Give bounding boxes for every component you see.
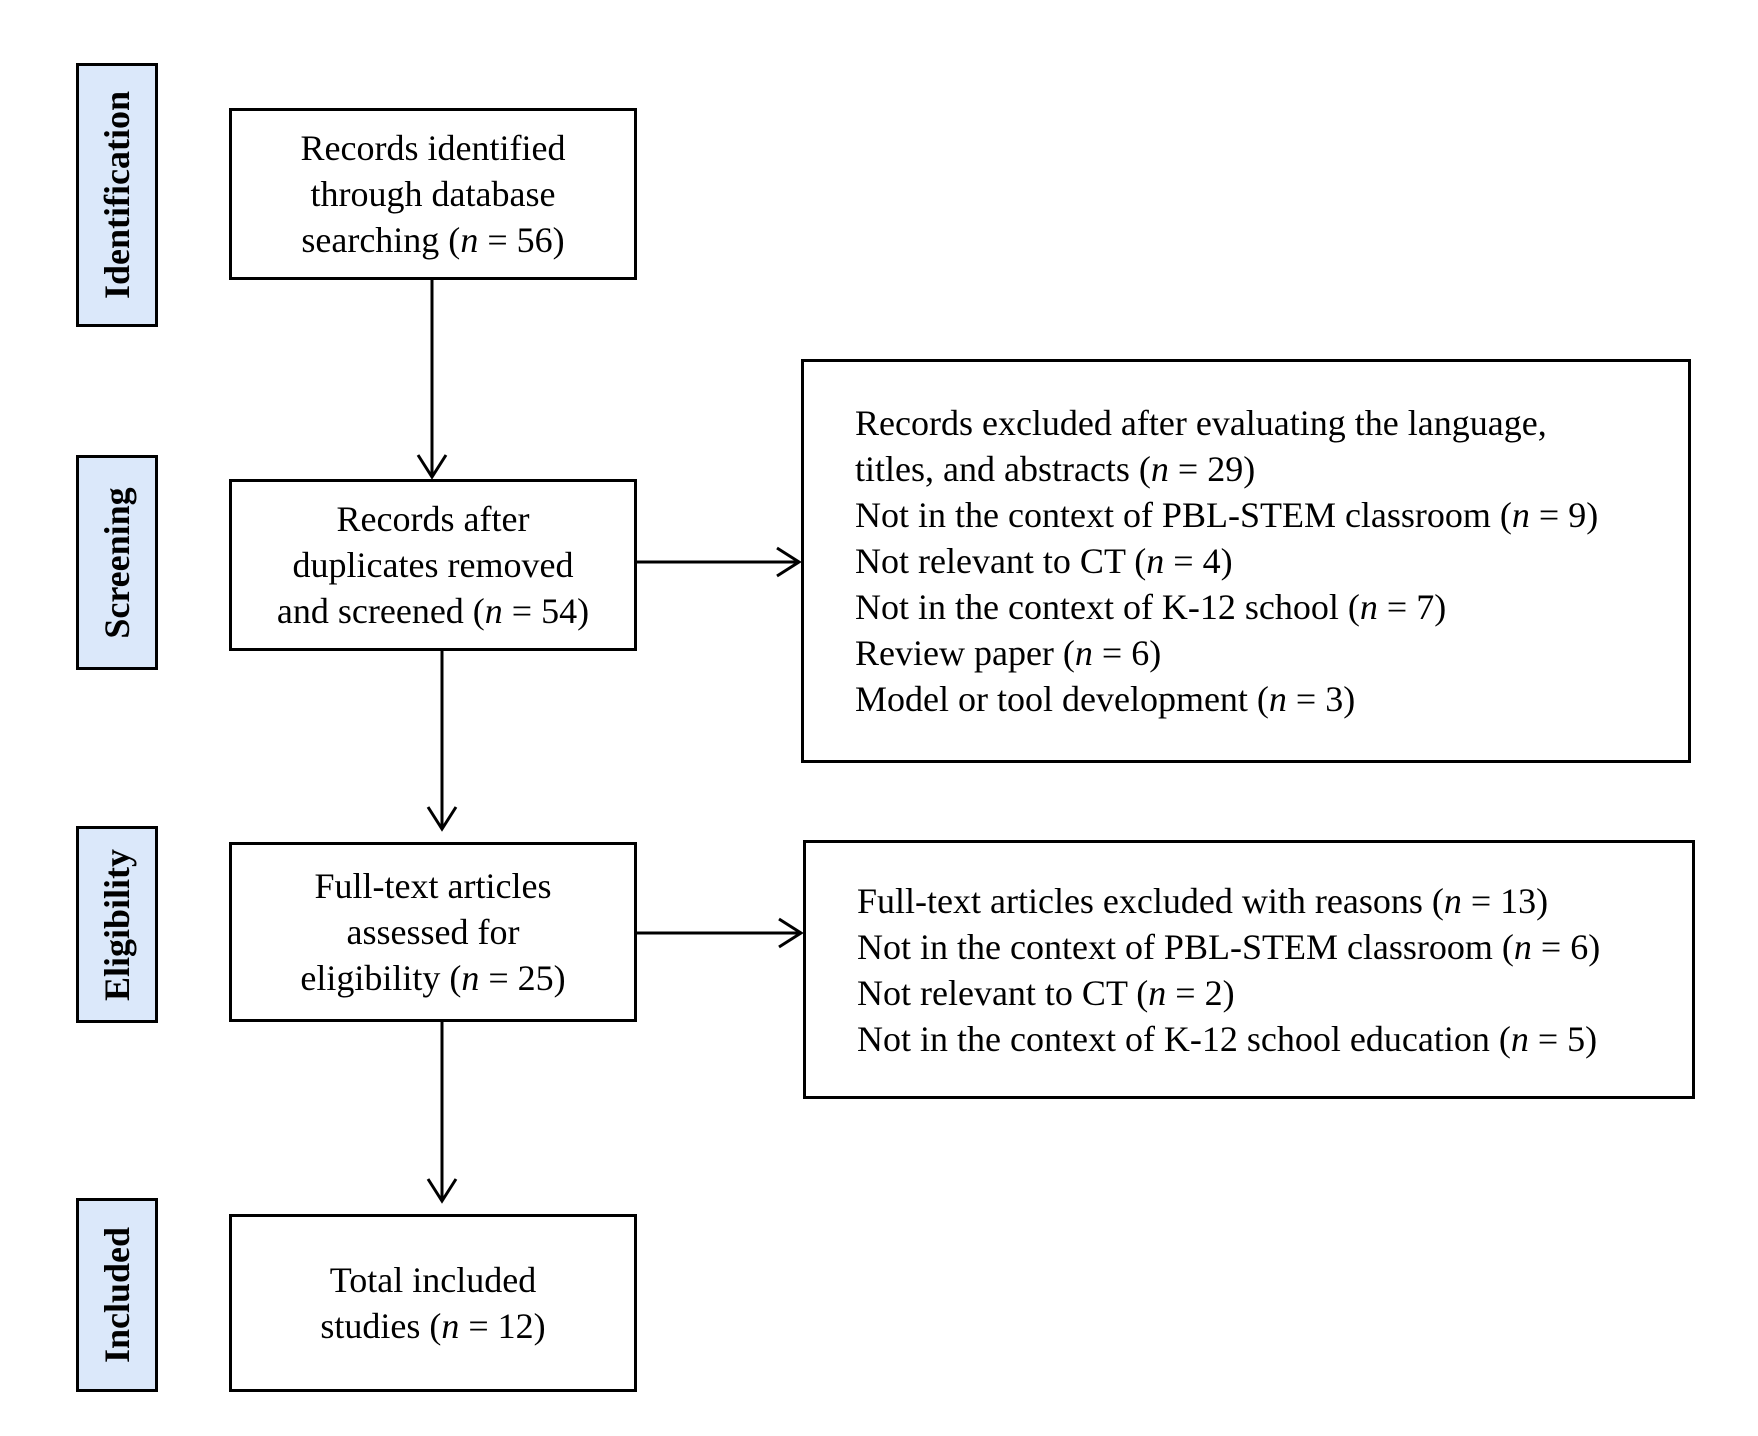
records-excluded-screening-box: Records excluded after evaluating the la…	[801, 359, 1691, 763]
records-screened-line-1: Records after	[336, 499, 530, 539]
fulltext-excluded-line-2: Not in the context of PBL-STEM classroom…	[857, 926, 1601, 967]
records-screened-box: Records after duplicates removed and scr…	[229, 479, 637, 651]
arrowhead-eligibility-to-excluded	[778, 917, 804, 949]
arrowhead-eligibility-to-included	[426, 1178, 458, 1204]
stage-identification: Identification	[76, 63, 158, 327]
included-line-1: Total included	[329, 1260, 537, 1300]
eligibility-line-2: assessed for	[346, 912, 520, 952]
excluded-screening-line-4: Not relevant to CT (n = 4)	[855, 541, 1233, 581]
excluded-screening-line-6: Review paper (n = 6)	[855, 633, 1162, 673]
records-screened-line-3: and screened (n = 54)	[276, 591, 590, 631]
eligibility-line-3: eligibility (n = 25)	[300, 958, 566, 998]
included-line-2: studies (n = 12)	[320, 1306, 546, 1346]
records-screened-line-2: duplicates removed	[292, 545, 574, 585]
excluded-screening-line-7: Model or tool development (n = 3)	[855, 679, 1356, 719]
excluded-screening-line-5: Not in the context of K-12 school (n = 7…	[855, 587, 1447, 627]
records-identified-line-3: searching (n = 56)	[301, 220, 565, 260]
stage-included: Included	[76, 1198, 158, 1392]
arrowhead-screened-to-excluded	[776, 546, 802, 578]
excluded-screening-line-3: Not in the context of PBL-STEM classroom…	[855, 495, 1599, 535]
excluded-screening-line-2: titles, and abstracts (n = 29)	[855, 449, 1256, 489]
total-included-box: Total included studies (n = 12)	[229, 1214, 637, 1392]
fulltext-excluded-line-3: Not relevant to CT (n = 2)	[857, 972, 1235, 1013]
eligibility-box: Full-text articles assessed for eligibil…	[229, 842, 637, 1022]
stage-eligibility: Eligibility	[76, 826, 158, 1023]
records-identified-line-1: Records identified	[300, 128, 566, 168]
fulltext-excluded-line-1: Full-text articles excluded with reasons…	[857, 880, 1549, 921]
arrowhead-screened-to-eligibility	[426, 806, 458, 832]
stage-screening: Screening	[76, 455, 158, 670]
eligibility-line-1: Full-text articles	[314, 866, 552, 906]
excluded-screening-line-1: Records excluded after evaluating the la…	[855, 403, 1547, 443]
fulltext-excluded-line-4: Not in the context of K-12 school educat…	[857, 1018, 1598, 1059]
arrowhead-identified-to-screened	[416, 454, 448, 480]
fulltext-excluded-box: Full-text articles excluded with reasons…	[803, 840, 1695, 1099]
records-identified-line-2: through database	[310, 174, 556, 214]
records-identified-box: Records identified through database sear…	[229, 108, 637, 280]
